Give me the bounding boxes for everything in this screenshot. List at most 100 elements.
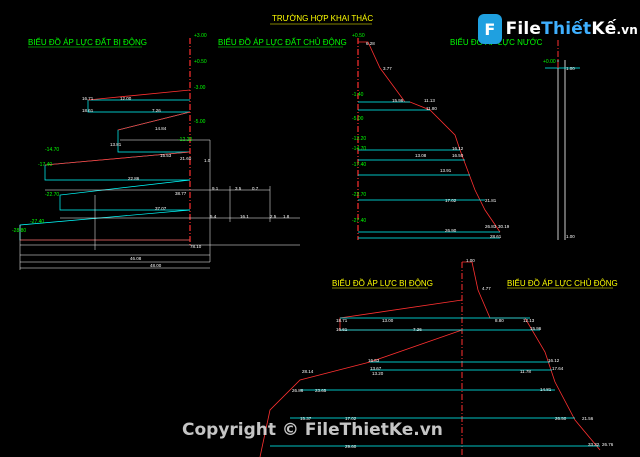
diagram-active-top	[357, 38, 501, 240]
svg-text:13.00: 13.00	[382, 318, 394, 323]
values-bottom: 1.00 4.77 13.00 18.71 16.61 7.26 8.80 12…	[292, 258, 614, 449]
svg-text:18.61: 18.61	[82, 108, 94, 113]
svg-text:26.50: 26.50	[555, 416, 567, 421]
svg-text:26.86: 26.86	[292, 388, 304, 393]
svg-text:1.0: 1.0	[204, 158, 211, 163]
elev-left: -14.70	[45, 147, 59, 153]
svg-text:13.81: 13.81	[110, 142, 122, 147]
svg-text:4.77: 4.77	[482, 286, 491, 291]
values-left: 16.71 12.00 18.61 7.26 14.84 13.81 15.53…	[82, 96, 290, 268]
svg-text:22.86: 22.86	[128, 176, 140, 181]
svg-text:37.07: 37.07	[155, 206, 167, 211]
svg-text:-5.00: -5.00	[352, 116, 364, 122]
heading-active-bottom: BIỂU ĐỒ ÁP LỰC CHỦ ĐỘNG	[507, 278, 618, 288]
diagram-water-top: +0.00 1.00 1.00	[543, 40, 580, 240]
svg-text:13.08: 13.08	[415, 153, 427, 158]
svg-text:12.13: 12.13	[523, 318, 535, 323]
svg-text:13.91: 13.91	[440, 168, 452, 173]
svg-text:+0.50: +0.50	[352, 33, 365, 39]
svg-text:17.02: 17.02	[445, 198, 457, 203]
svg-text:-17.40: -17.40	[352, 162, 366, 168]
svg-text:1.8: 1.8	[283, 214, 290, 219]
svg-text:11.78: 11.78	[520, 369, 531, 374]
svg-text:7.26: 7.26	[152, 108, 161, 113]
svg-text:21.60: 21.60	[180, 156, 192, 161]
elev-left: -27.40	[30, 219, 44, 225]
logo-text: FileThiếtKế.vn	[505, 19, 638, 39]
elev-left: -22.70	[45, 192, 59, 198]
svg-text:3.5: 3.5	[235, 186, 242, 191]
elevations-mid: +0.50 -1.40 -5.00 -12.20 -14.70 -17.40 -…	[352, 33, 366, 224]
svg-text:1.00: 1.00	[566, 234, 575, 239]
elev-left: -12.20	[178, 137, 192, 143]
svg-text:46.08: 46.08	[130, 256, 142, 261]
svg-text:-22.70: -22.70	[352, 192, 366, 198]
svg-text:3.77: 3.77	[383, 66, 392, 71]
svg-text:48.00: 48.00	[150, 263, 162, 268]
svg-text:14.84: 14.84	[155, 126, 167, 131]
svg-text:26.76: 26.76	[602, 442, 614, 447]
svg-text:21.56: 21.56	[582, 416, 594, 421]
svg-text:-14.70: -14.70	[352, 146, 366, 152]
svg-text:+0.00: +0.00	[543, 59, 556, 65]
svg-text:11.80: 11.80	[426, 106, 437, 111]
svg-text:29.60: 29.60	[345, 444, 357, 449]
elev-left: +0.50	[194, 59, 207, 65]
svg-text:15.53: 15.53	[160, 153, 172, 158]
svg-text:13.67: 13.67	[370, 366, 382, 371]
site-logo[interactable]: F FileThiếtKế.vn	[478, 10, 638, 48]
svg-text:-12.20: -12.20	[352, 136, 366, 142]
svg-text:28.61: 28.61	[490, 234, 502, 239]
svg-text:15.37: 15.37	[300, 416, 312, 421]
svg-text:16.12: 16.12	[452, 146, 464, 151]
svg-text:1.00: 1.00	[566, 66, 575, 71]
svg-text:14.81: 14.81	[540, 387, 552, 392]
svg-text:16.50: 16.50	[452, 153, 464, 158]
svg-text:33.32: 33.32	[588, 442, 600, 447]
svg-text:78.10: 78.10	[190, 244, 202, 249]
svg-text:26.83: 26.83	[485, 224, 497, 229]
svg-text:16.71: 16.71	[82, 96, 94, 101]
elev-left: -17.40	[38, 162, 52, 168]
svg-text:23.65: 23.65	[315, 388, 327, 393]
svg-text:17.02: 17.02	[345, 416, 357, 421]
svg-text:6.28: 6.28	[366, 41, 375, 46]
svg-text:5.4: 5.4	[210, 214, 217, 219]
svg-text:16.61: 16.61	[336, 327, 348, 332]
svg-text:2.5: 2.5	[270, 214, 277, 219]
elev-left: -5.00	[194, 119, 206, 125]
diagram-bottom	[259, 261, 601, 457]
svg-text:30.19: 30.19	[498, 224, 510, 229]
svg-text:11.13: 11.13	[424, 98, 435, 103]
svg-text:38.77: 38.77	[175, 191, 187, 196]
svg-text:7.26: 7.26	[413, 327, 422, 332]
svg-text:12.00: 12.00	[120, 96, 132, 101]
elev-left: -3.00	[194, 85, 206, 91]
svg-text:21.81: 21.81	[485, 198, 497, 203]
heading-passive-top: BIỂU ĐỒ ÁP LỰC ĐẤT BỊ ĐỘNG	[28, 37, 147, 47]
svg-text:8.80: 8.80	[495, 318, 504, 323]
svg-text:28.14: 28.14	[302, 369, 314, 374]
elev-left: -28.80	[12, 228, 26, 234]
svg-text:26.90: 26.90	[445, 228, 457, 233]
svg-text:15.96: 15.96	[530, 326, 542, 331]
copyright-watermark: Copyright © FileThietKe.vn	[182, 420, 443, 440]
svg-text:-1.40: -1.40	[352, 92, 364, 98]
svg-text:15.96: 15.96	[392, 98, 404, 103]
drawing-title: TRƯỜNG HỢP KHAI THÁC	[272, 14, 373, 23]
svg-text:9.1: 9.1	[212, 186, 219, 191]
svg-text:16.1: 16.1	[240, 214, 249, 219]
svg-text:1.00: 1.00	[466, 258, 475, 263]
diagram-passive-top	[19, 38, 300, 270]
elevations-left: +3.00 +0.50 -3.00 -5.00 -12.20 -14.70 -1…	[12, 33, 207, 234]
file-icon: F	[478, 14, 502, 44]
svg-text:16.12: 16.12	[548, 358, 560, 363]
values-mid: 6.28 3.77 15.96 11.13 11.80 16.12 16.50 …	[366, 41, 510, 239]
svg-text:16.53: 16.53	[368, 358, 380, 363]
elev-left: +3.00	[194, 33, 207, 39]
svg-text:18.71: 18.71	[336, 318, 348, 323]
svg-text:-27.40: -27.40	[352, 218, 366, 224]
svg-text:17.64: 17.64	[552, 366, 564, 371]
heading-active-top: BIỂU ĐỒ ÁP LỰC ĐẤT CHỦ ĐỘNG	[218, 37, 347, 47]
